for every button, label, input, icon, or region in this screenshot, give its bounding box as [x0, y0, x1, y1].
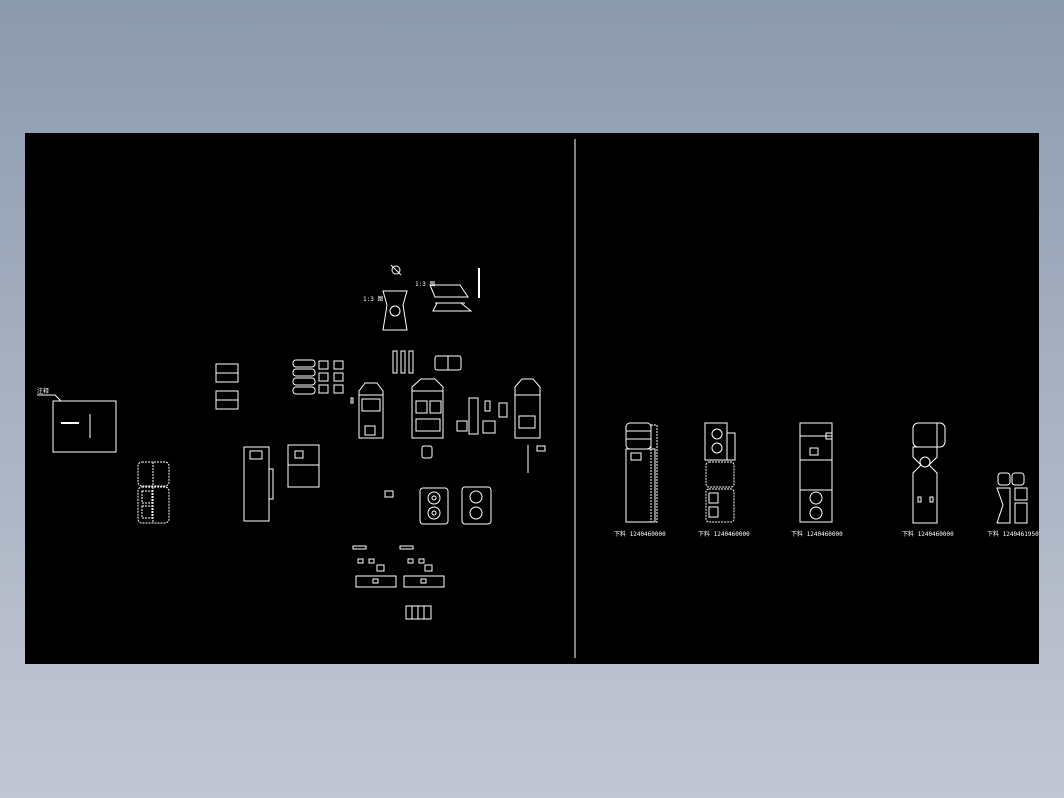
fan-panel-1 — [419, 487, 449, 525]
part-view-3: 下料 1240460000 — [791, 422, 843, 538]
rod-views — [392, 350, 462, 374]
plate-views — [215, 363, 239, 410]
scale-note: 1:3 图 — [363, 296, 383, 303]
part-view-4: 下料 1240460000 — [902, 422, 954, 538]
part-label-3: 下料 1240460000 — [791, 530, 843, 538]
part-label-4: 下料 1240460000 — [902, 530, 954, 538]
cabinet-side-view — [243, 446, 274, 522]
cad-drawing: 注释 1:3 图 1:3 图 — [37, 139, 1039, 658]
part-label-1: 下料 1240460000 — [614, 530, 666, 538]
cabinet-front-view — [287, 444, 320, 488]
bar-stack — [292, 359, 344, 395]
part-view-1: 下料 1240460000 — [614, 422, 666, 538]
flat-parts — [352, 545, 445, 620]
machine-view-3 — [514, 378, 541, 439]
scale-note-2: 1:3 图 — [415, 281, 435, 288]
detail-parts — [350, 397, 546, 473]
part-label-5: 下料 1240461950 — [987, 530, 1039, 538]
part-label-2: 下料 1240460000 — [698, 530, 750, 538]
panel-group-left — [137, 461, 170, 524]
annotated-view: 注释 — [37, 387, 117, 453]
part-view-2: 下料 1240460000 — [698, 422, 750, 538]
small-symbol — [384, 490, 394, 498]
section-view-upper: 1:3 图 1:3 图 — [363, 264, 480, 331]
fan-panel-2 — [461, 486, 492, 525]
machine-view-1 — [358, 382, 384, 439]
cad-model-viewport[interactable]: 注释 1:3 图 1:3 图 — [25, 133, 1039, 664]
part-view-5: 下料 1240461950 — [987, 472, 1039, 538]
note-label: 注释 — [37, 387, 49, 395]
machine-view-2 — [411, 378, 468, 439]
